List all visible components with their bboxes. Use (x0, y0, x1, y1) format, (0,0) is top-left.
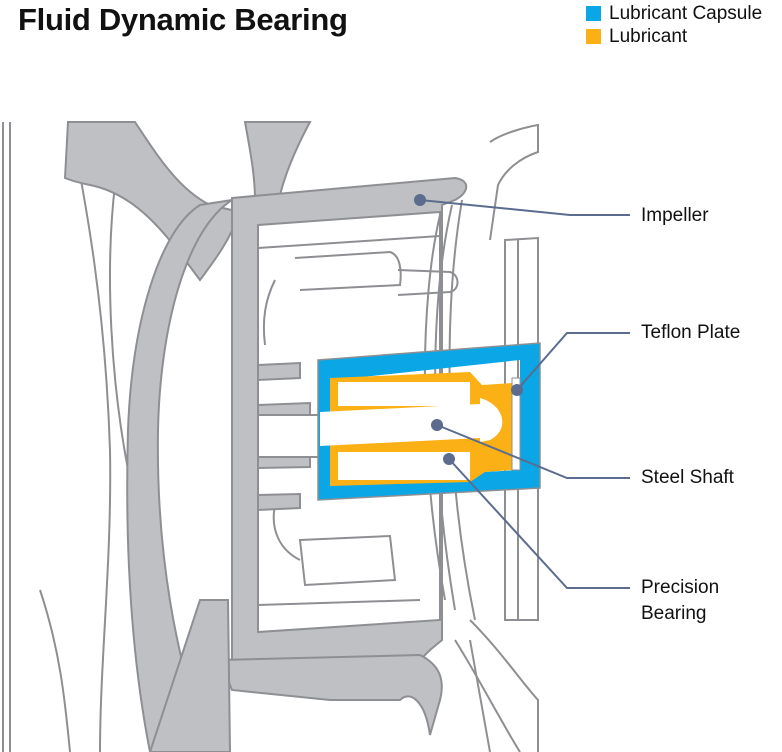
lower-right (469, 639, 491, 752)
legend-label: Lubricant Capsule (609, 2, 763, 24)
diagram-title: Fluid Dynamic Bearing (18, 2, 348, 37)
blade-outline (39, 589, 71, 752)
teflon-plate (511, 377, 521, 471)
lower-column (148, 599, 232, 752)
right-rail (504, 236, 539, 621)
clip-curve (262, 279, 276, 346)
leader-teflon (516, 332, 630, 391)
leader-shaft (436, 424, 630, 479)
marker-bearing (443, 453, 455, 465)
leader-impeller (419, 199, 630, 216)
hub-ring (126, 199, 233, 752)
legend-swatch-lubricant (586, 29, 601, 44)
callout-impeller: Impeller (641, 205, 709, 226)
callout-teflon-plate: Teflon Plate (641, 322, 741, 343)
guide (257, 361, 301, 382)
guide (257, 492, 301, 512)
clip-curve (272, 504, 301, 561)
callout-precision-line1: Precision (641, 577, 720, 598)
fan-blade-arm (243, 121, 312, 202)
legend-swatch-capsule (586, 6, 601, 21)
legend-item-lubricant-capsule: Lubricant Capsule (586, 2, 762, 25)
top-bracket (489, 123, 539, 241)
marker-teflon (511, 384, 523, 396)
marker-shaft (431, 419, 443, 431)
lower-right (454, 639, 521, 752)
blade-outline (109, 184, 131, 481)
fan-blade-top (63, 121, 242, 282)
callout-precision-bearing: Precision Bearing (641, 575, 719, 627)
legend-label: Lubricant (609, 25, 688, 47)
inner-edge (257, 235, 441, 249)
housing-flare (218, 653, 443, 736)
pin-top (397, 269, 459, 296)
bearing-top (338, 382, 470, 406)
clip-top (294, 250, 402, 291)
lower-right (469, 619, 539, 752)
legend-item-lubricant: Lubricant (586, 25, 762, 48)
marker-impeller (414, 194, 426, 206)
inner-edge (257, 599, 421, 606)
callout-precision-line2: Bearing (641, 603, 707, 624)
blade-outline (69, 121, 112, 752)
leader-bearing (448, 458, 630, 589)
callout-steel-shaft: Steel Shaft (641, 467, 734, 488)
legend: Lubricant Capsule Lubricant (586, 2, 762, 48)
clip-bottom (298, 534, 397, 587)
